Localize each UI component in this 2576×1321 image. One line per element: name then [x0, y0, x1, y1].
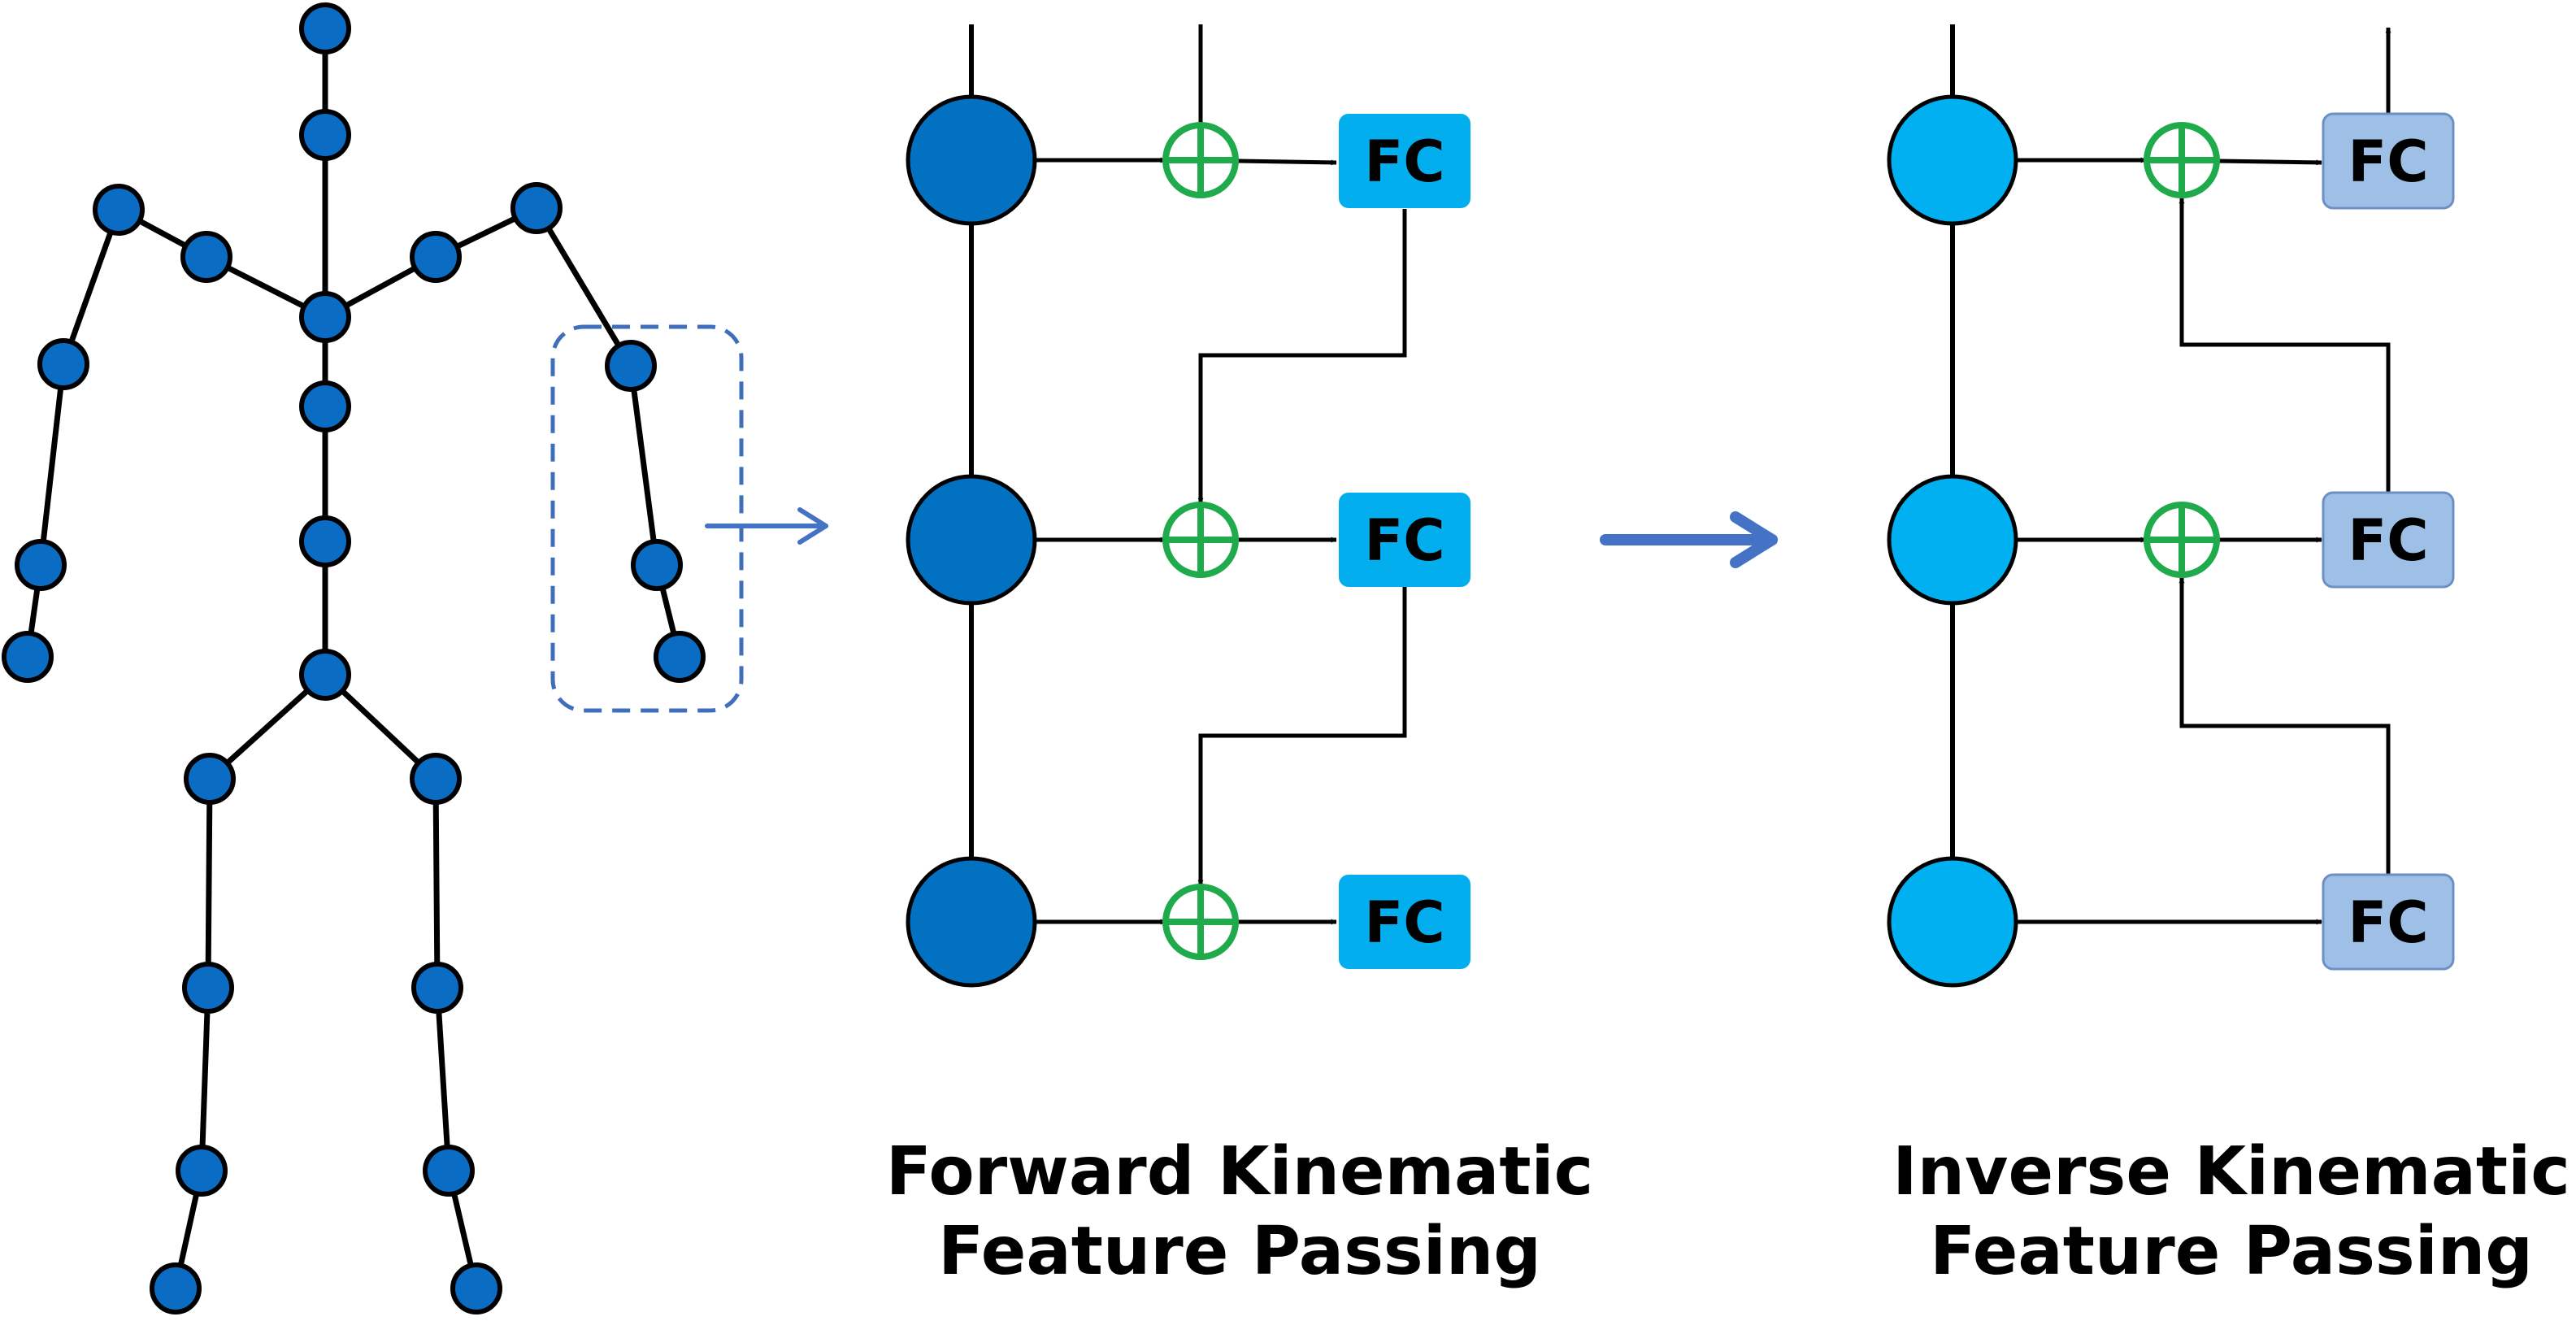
inverse-fc-1: FC [2322, 112, 2455, 210]
joint-head [299, 109, 351, 161]
inverse-fc-label-1: FC [2348, 128, 2428, 195]
joint-left-ankle [176, 1145, 228, 1197]
inverse-fc-label-3: FC [2348, 889, 2428, 956]
joint-right-hand [654, 631, 706, 683]
joint-left-hip [184, 753, 236, 805]
forward-node-2 [906, 474, 1037, 606]
forward-fc-1: FC [1339, 114, 1470, 208]
inverse-node-3 [1887, 856, 2018, 988]
joint-left-wrist [15, 539, 67, 591]
joint-right-foot [450, 1262, 502, 1314]
joint-right-ankle [423, 1145, 475, 1197]
forward-caption-line-1: Forward Kinematic [885, 1133, 1594, 1210]
inverse-caption-line-2: Feature Passing [1930, 1213, 2533, 1290]
joint-spine-lower [299, 515, 351, 567]
joint-left-knee [182, 962, 234, 1014]
joint-right-hip [410, 753, 462, 805]
forward-feedback-2 [1197, 587, 1407, 886]
forward-fc-3: FC [1339, 875, 1470, 969]
joint-right-knee [411, 962, 463, 1014]
left-arm-bone [24, 205, 327, 658]
inverse-node-2 [1887, 474, 2018, 606]
inverse-caption: Inverse Kinematic Feature Passing [1845, 1132, 2576, 1292]
joint-spine-upper [299, 380, 351, 432]
forward-caption: Forward Kinematic Feature Passing [854, 1132, 1626, 1292]
right-arm-bone [324, 204, 683, 658]
joint-right-wrist [631, 539, 683, 591]
inverse-fc-3: FC [2322, 873, 2455, 971]
circle-plus-icon [1162, 884, 1239, 960]
joint-right-shoulder [510, 182, 563, 234]
joint-neck [299, 291, 351, 343]
arrow-right-icon [705, 507, 828, 545]
inverse-node-1 [1887, 94, 2018, 226]
forward-fc-label-2: FC [1364, 507, 1444, 574]
inverse-fc-label-2: FC [2348, 507, 2428, 574]
joint-left-shoulder [93, 184, 145, 236]
inverse-caption-line-1: Inverse Kinematic [1892, 1133, 2570, 1210]
forward-adder-arrow-1 [1236, 159, 1337, 166]
circle-plus-icon [2144, 502, 2220, 578]
forward-node-1 [906, 94, 1037, 226]
joint-left-hand [2, 631, 54, 683]
forward-kinematic-panel: FC FC FC [906, 24, 1470, 988]
joint-left-foot [150, 1262, 202, 1314]
inverse-adder-arrow-1 [2217, 159, 2322, 166]
joint-left-collar [180, 231, 232, 283]
inverse-feedback-2 [2179, 577, 2391, 875]
forward-fc-label-1: FC [1364, 128, 1444, 195]
joint-head-top [299, 2, 351, 54]
inverse-feedback-1 [2179, 198, 2391, 493]
circle-plus-icon [1162, 122, 1239, 198]
joint-pelvis [299, 649, 351, 701]
arm-highlight-box [550, 324, 744, 713]
forward-fc-2: FC [1339, 493, 1470, 587]
joint-right-collar [410, 231, 462, 283]
inverse-kinematic-panel: FC FC FC [1887, 24, 2455, 988]
arrow-right-icon [1600, 511, 1778, 568]
inverse-fc-2: FC [2322, 491, 2455, 589]
forward-node-3 [906, 856, 1037, 988]
skeleton-joints [2, 2, 706, 1314]
joint-right-elbow [605, 340, 657, 392]
forward-caption-line-2: Feature Passing [938, 1213, 1541, 1290]
joint-left-elbow [37, 338, 89, 390]
circle-plus-icon [1162, 502, 1239, 578]
forward-fc-label-3: FC [1364, 889, 1444, 956]
forward-feedback-1 [1197, 209, 1407, 504]
circle-plus-icon [2144, 122, 2220, 198]
